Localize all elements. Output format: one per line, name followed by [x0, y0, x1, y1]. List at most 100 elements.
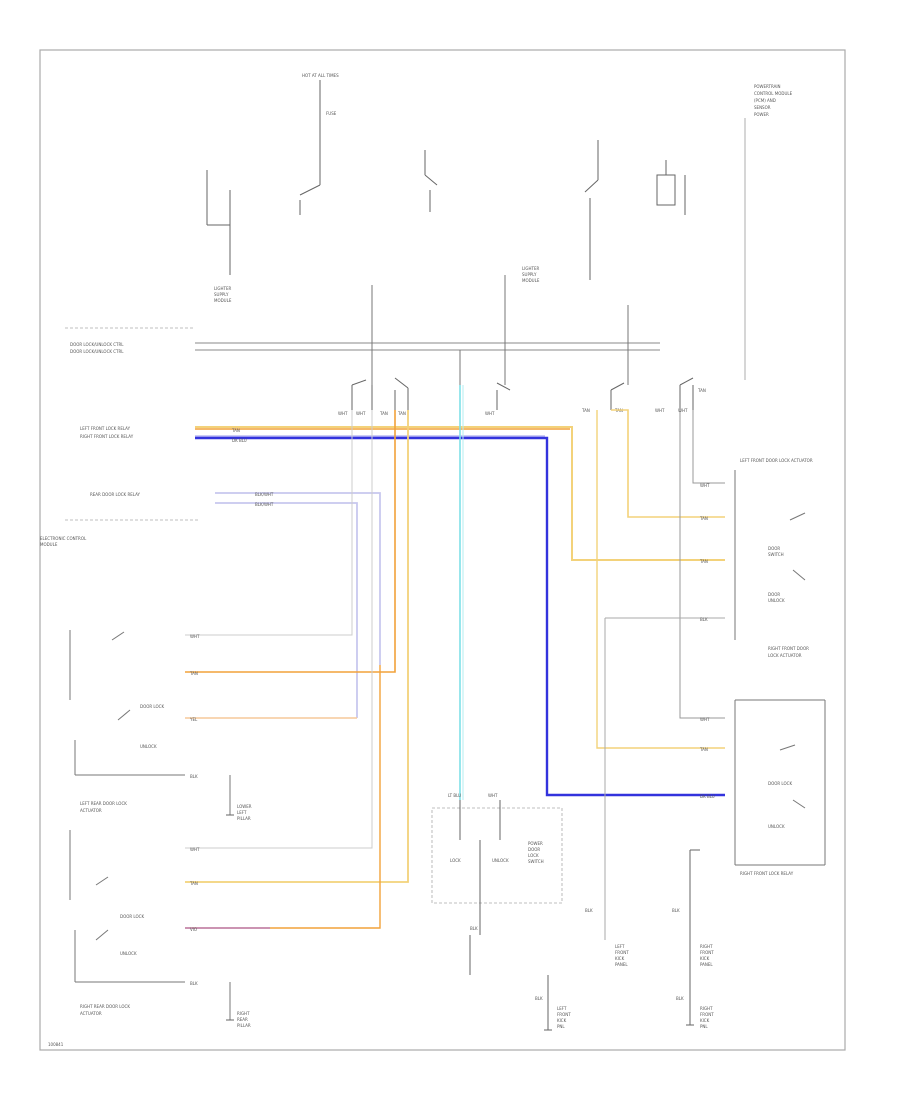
wire-label: TAN: [699, 516, 708, 521]
wire-label: VIO: [190, 927, 197, 932]
wire-label: WHT: [356, 411, 366, 416]
label-ecm-1: ELECTRONIC CONTROL: [40, 536, 87, 541]
diagram-id: 100841: [48, 1042, 64, 1047]
wire-label: BLK: [672, 908, 680, 913]
label-driver-switch-3: LOCK: [528, 853, 539, 858]
wire-label: BLK: [470, 926, 478, 931]
label-left-ground-3: KICK: [615, 956, 625, 961]
label-door-unlock: DOOR: [768, 592, 780, 597]
driver-switch-box: [431, 807, 563, 904]
wire-lavender-rear-2: [215, 502, 358, 718]
label-rf-ground-4: PNL: [700, 1024, 708, 1029]
wire-label: WHT: [488, 793, 498, 798]
label-door-switch: DOOR: [768, 546, 780, 551]
wire-yellow-rf-2: [596, 410, 725, 749]
label-ground-g-3: PILLAR: [237, 816, 251, 821]
wire-label: DK BLU: [700, 794, 715, 799]
label-driver-unlock: UNLOCK: [492, 858, 509, 863]
label-left-front: LEFT FRONT LOCK RELAY: [80, 426, 131, 431]
wire-label: BLK: [535, 996, 543, 1001]
label-lf-ground-3: KICK: [557, 1018, 567, 1023]
ground-symbols: [226, 814, 694, 1031]
wire-blue-rf: [195, 436, 725, 797]
diagram-border: [39, 49, 846, 1051]
left-actuators: [69, 630, 231, 1020]
label-ground-rr-2: REAR: [237, 1017, 248, 1022]
wire-label: BLK: [676, 996, 684, 1001]
right-actuator-labels: LEFT FRONT DOOR LOCK ACTUATOR DOOR SWITC…: [699, 458, 813, 876]
wire-label: WHT: [678, 408, 688, 413]
wire-label: YEL: [189, 717, 198, 722]
wire-label: LT BLU: [448, 793, 461, 798]
label-right-ground-2: FRONT: [700, 950, 714, 955]
wire-label: BLK: [700, 617, 708, 622]
label-hot-at-all-times: HOT AT ALL TIMES: [302, 73, 339, 78]
wire-label: DK BLU: [232, 438, 247, 443]
wire-label: TAN: [189, 671, 198, 676]
label-center-3: MODULE: [522, 278, 540, 283]
label-lighter-3: MODULE: [214, 298, 232, 303]
wire-label: TAN: [581, 408, 590, 413]
label-door-unlock-2: UNLOCK: [768, 598, 785, 603]
driver-switch-labels: LT BLU WHT POWER DOOR LOCK SWITCH LOCK U…: [448, 793, 544, 931]
label-rf-ground-2: FRONT: [700, 1012, 714, 1017]
relay-contacts: [351, 377, 694, 410]
wire-label: TAN: [231, 428, 240, 433]
wire-label: WHT: [338, 411, 348, 416]
label-note-2: CONTROL MODULE: [754, 91, 793, 96]
wire-yellow-lr: [185, 410, 409, 883]
label-unlock: UNLOCK: [768, 824, 785, 829]
wire-label: WHT: [190, 634, 200, 639]
label-left-ground-4: PANEL: [615, 962, 628, 967]
wire-label: BLK/WHT: [255, 492, 274, 497]
label-lf-ground-1: LEFT: [557, 1006, 567, 1011]
top-labels: HOT AT ALL TIMES FUSE POWERTRAIN CONTROL…: [214, 73, 793, 303]
wire-label: WHT: [700, 717, 710, 722]
left-actuator-labels: ELECTRONIC CONTROL MODULE DOOR LOCK UNLO…: [40, 536, 252, 1028]
label-right-ground-4: PANEL: [700, 962, 713, 967]
wire-label: TAN: [379, 411, 388, 416]
label-lr-actuator-2: ACTUATOR: [80, 808, 102, 813]
driver-switch-contacts: [459, 800, 501, 975]
wire-label: TAN: [699, 747, 708, 752]
label-lf-ground-4: PNL: [557, 1024, 565, 1029]
wire-label: BLK: [190, 981, 198, 986]
label-note-4: SENSOR: [754, 105, 771, 110]
ground-labels: LEFT FRONT KICK PANEL RIGHT FRONT KICK P…: [535, 908, 714, 1029]
label-note-3: (PCM) AND: [754, 98, 776, 103]
label-lr-actuator: LEFT REAR DOOR LOCK: [80, 801, 127, 806]
label-lr-unlock: UNLOCK: [140, 744, 157, 749]
label-lighter-2: SUPPLY: [214, 292, 229, 297]
label-rear-door: REAR DOOR LOCK RELAY: [90, 492, 140, 497]
label-note-5: POWER: [754, 112, 769, 117]
wire-label: BLK/WHT: [255, 502, 274, 507]
relay-wire-labels: WHT WHT TAN TAN WHT TAN TAN WHT WHT TAN: [338, 388, 706, 416]
wire-label: TAN: [397, 411, 406, 416]
label-right-front-relay: RIGHT FRONT LOCK RELAY: [740, 871, 794, 876]
label-right-ground-3: KICK: [700, 956, 710, 961]
label-right-ground-1: RIGHT: [700, 944, 713, 949]
label-rf-ground-3: KICK: [700, 1018, 710, 1023]
wire-gray-rf-2: [679, 410, 725, 719]
wire-label: BLK: [190, 774, 198, 779]
label-left-ground-2: FRONT: [615, 950, 629, 955]
label-center-1: LIGHTER: [522, 266, 539, 271]
label-bus-2: DOOR LOCK/UNLOCK CTRL: [70, 349, 124, 354]
wire-label: TAN: [699, 559, 708, 564]
label-fuse: FUSE: [326, 111, 337, 116]
grounds: [547, 849, 700, 1030]
label-driver-switch-4: SWITCH: [528, 859, 544, 864]
label-lf-ground-2: FRONT: [557, 1012, 571, 1017]
wire-gray-lr: [185, 410, 353, 636]
wire-label: TAN: [697, 388, 706, 393]
label-rr-door-lock: DOOR LOCK: [120, 914, 144, 919]
wire-orange-rr: [185, 665, 381, 929]
label-center-2: SUPPLY: [522, 272, 537, 277]
label-ground-rr-1: RIGHT: [237, 1011, 250, 1016]
label-driver-switch-1: POWER: [528, 841, 543, 846]
label-door-lock: DOOR LOCK: [768, 781, 792, 786]
label-bus-1: DOOR LOCK/UNLOCK CTRL: [70, 342, 124, 347]
label-lighter-1: LIGHTER: [214, 286, 231, 291]
